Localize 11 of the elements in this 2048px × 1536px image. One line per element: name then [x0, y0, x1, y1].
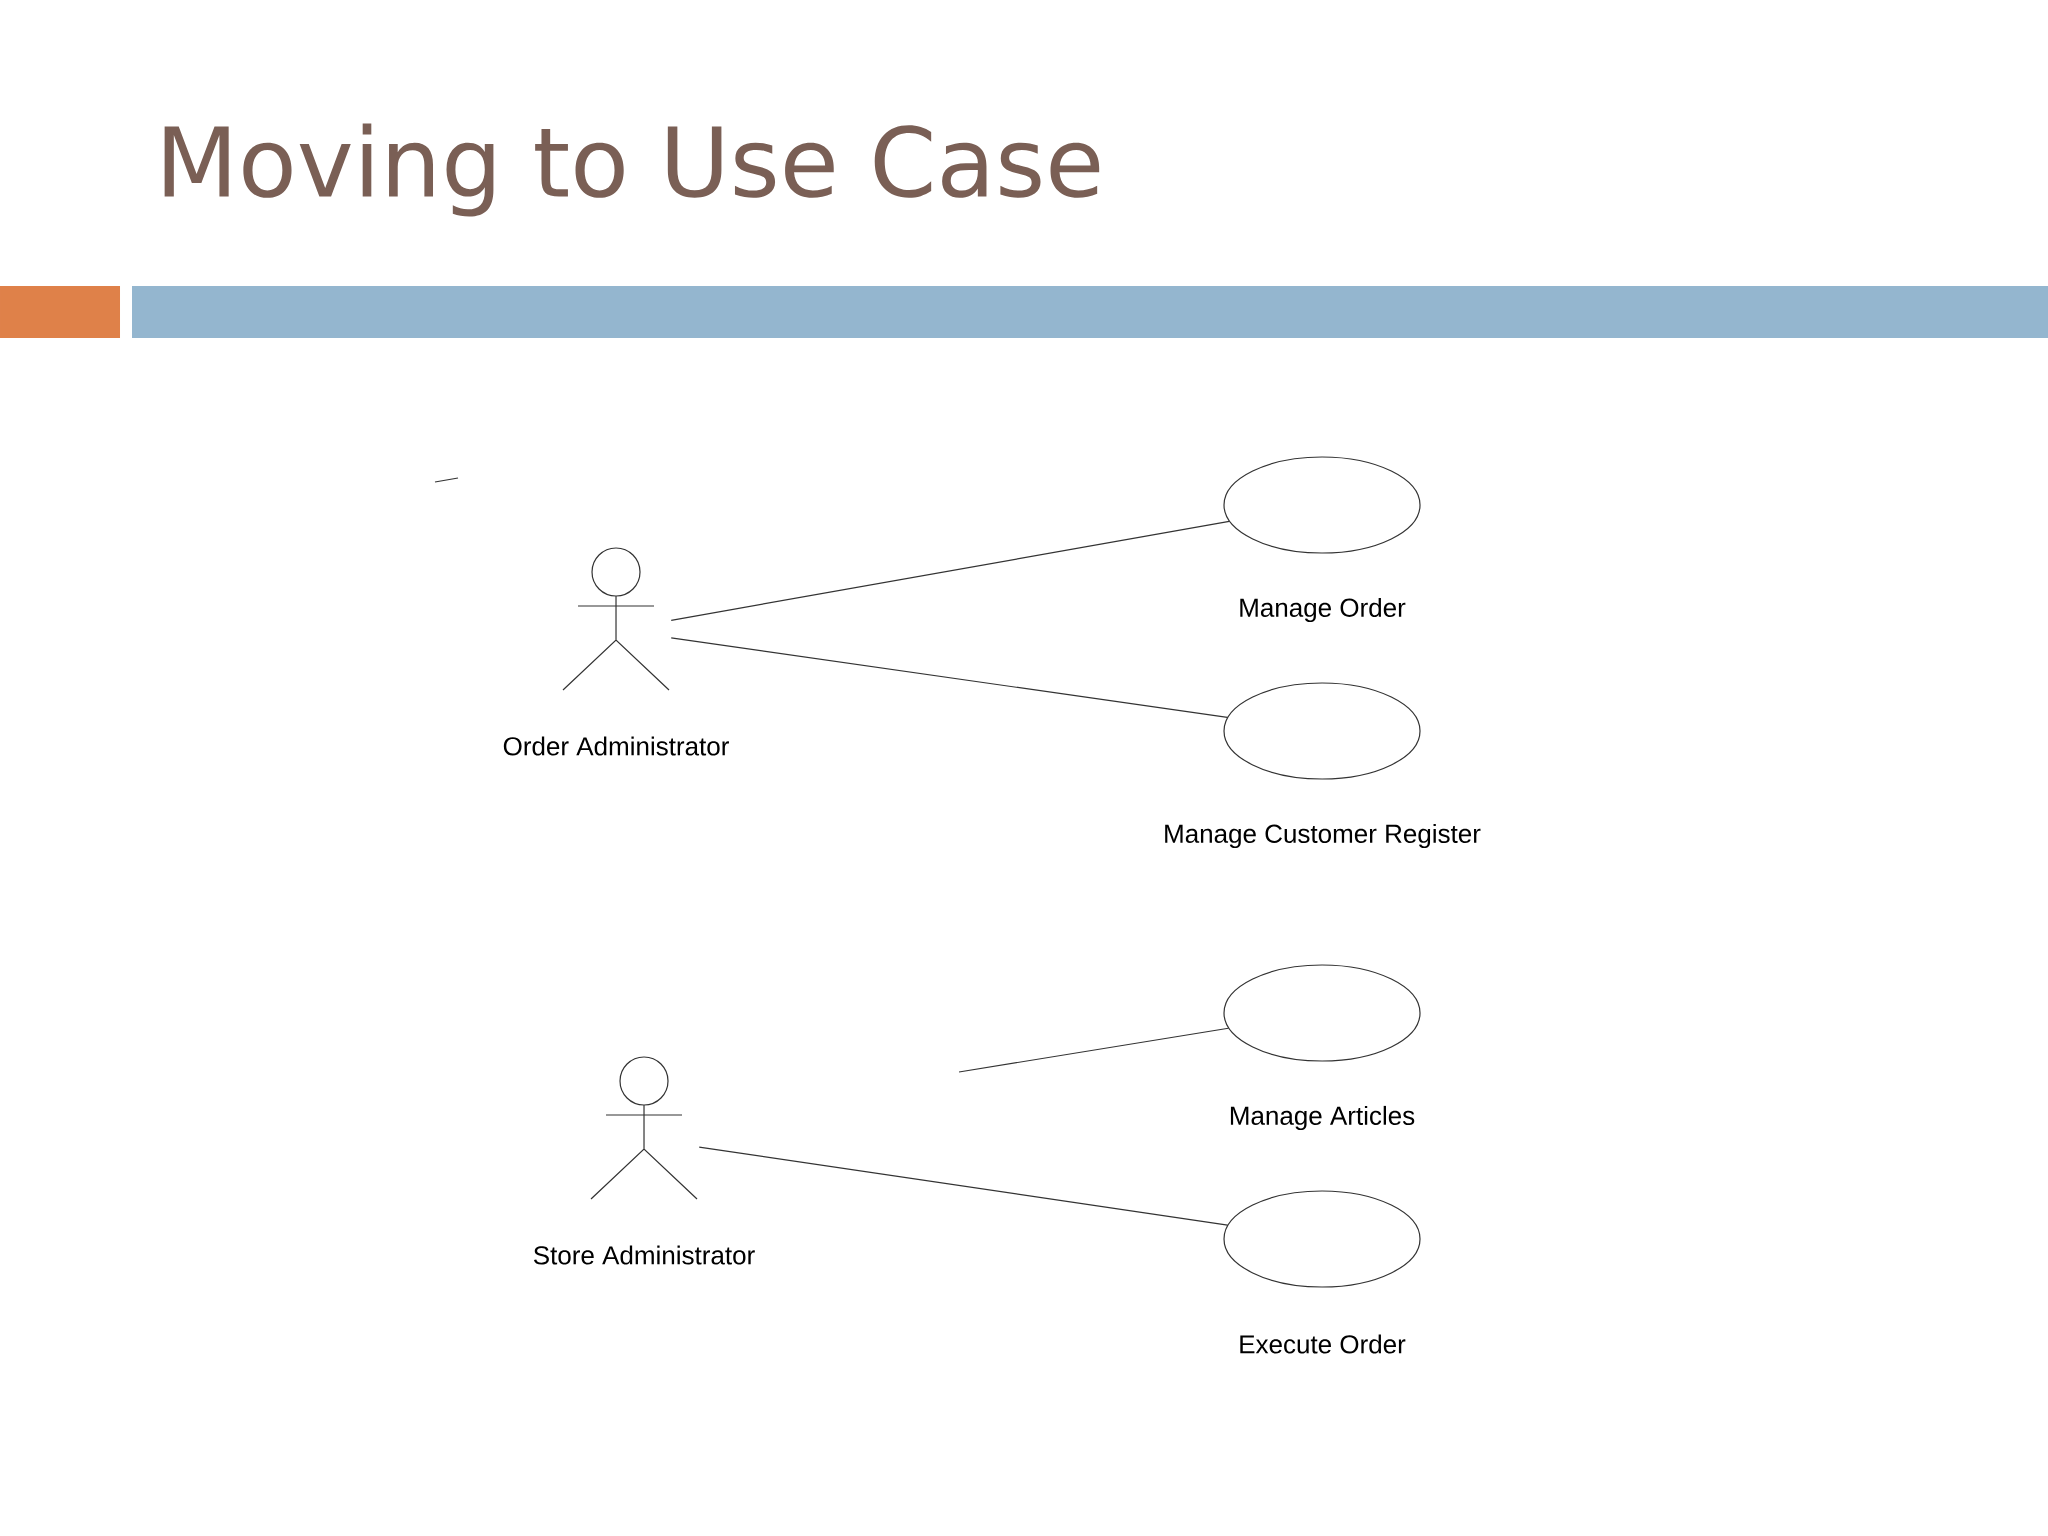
- use-case-name: Manage Customer Register: [1165, 823, 1481, 849]
- actor-name: Store Administrator: [533, 1245, 755, 1265]
- connector-line: [670, 520, 1230, 621]
- actor-name: Order Administrator: [503, 736, 729, 756]
- connector-line: [670, 637, 1228, 719]
- connector-line: [698, 1146, 1229, 1226]
- use-case-name: Manage Articles: [1230, 1105, 1415, 1131]
- title: Moving to Use Case: [164, 123, 1100, 217]
- use-case-name: Manage Order: [1240, 597, 1406, 623]
- connector-line: [958, 1027, 1229, 1073]
- use-case-name: Execute Order: [1240, 1334, 1406, 1354]
